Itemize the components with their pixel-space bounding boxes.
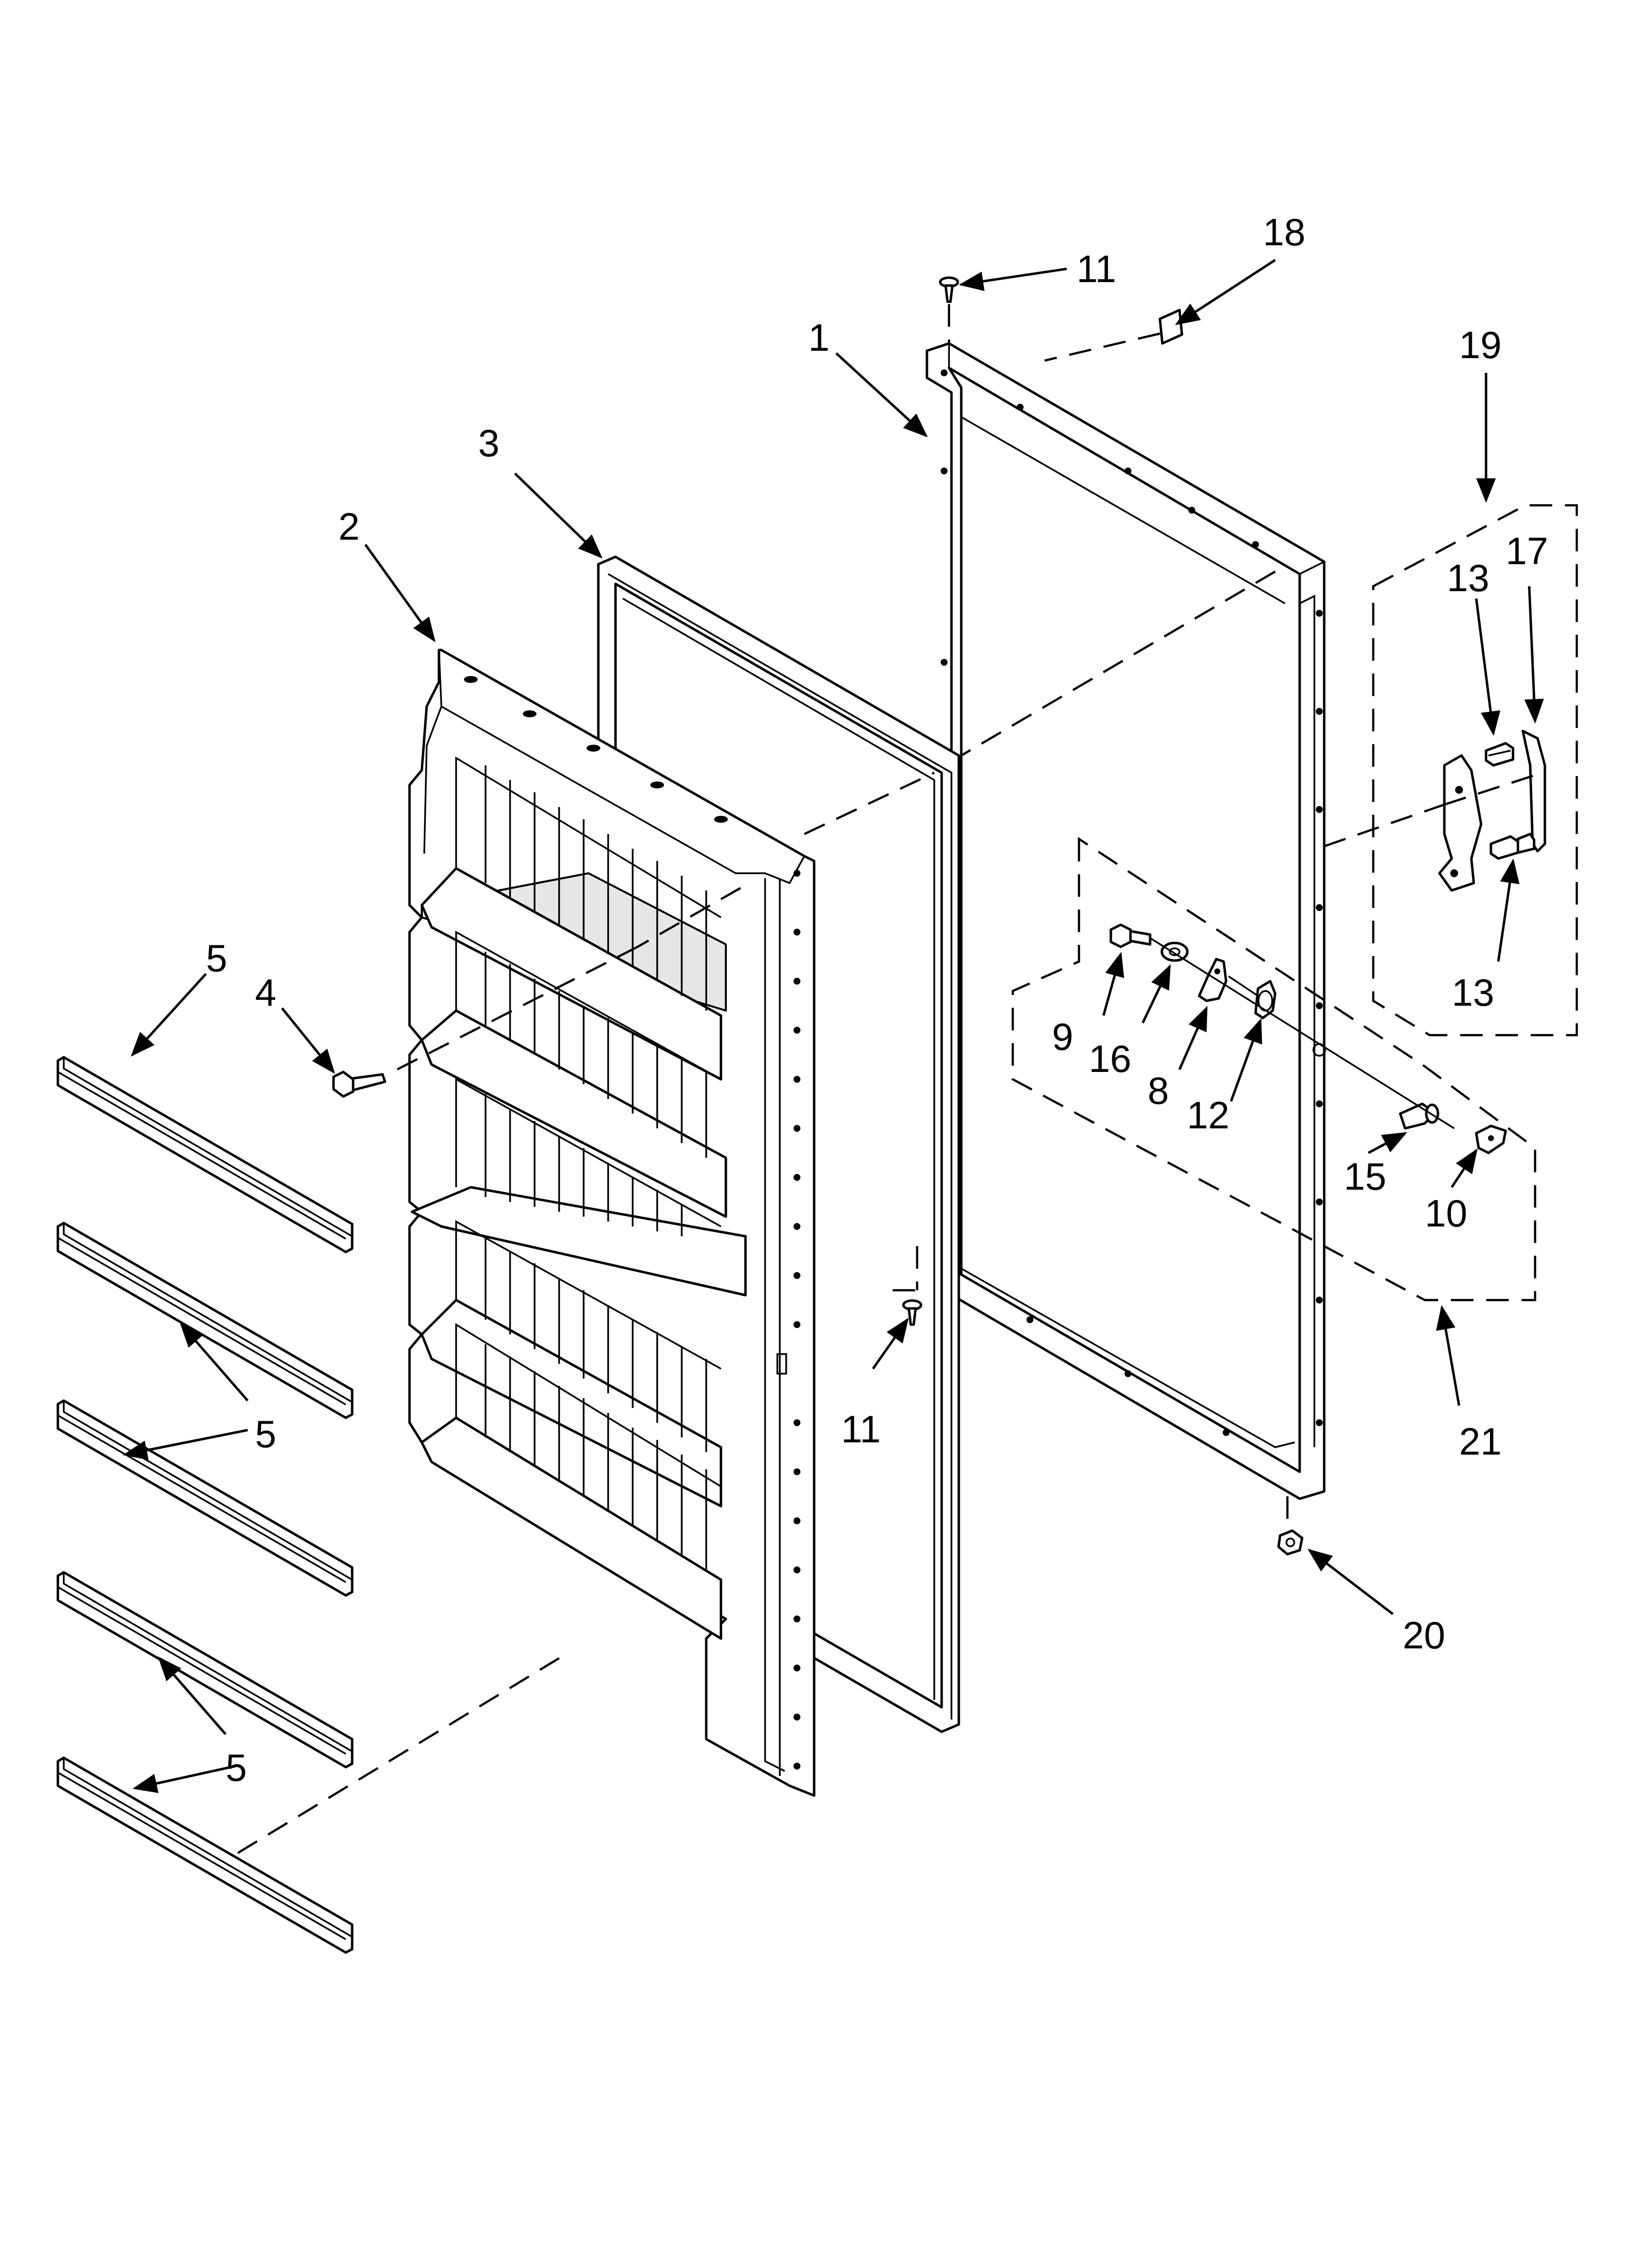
leader-arrows [123, 259, 1544, 1793]
screw-4 [332, 1070, 386, 1098]
shelf-trim-strip-4 [56, 1571, 354, 1769]
washer-16 [1160, 941, 1189, 962]
shelf-trim-strip-3 [56, 1399, 354, 1597]
shelf-trim-strip-5 [56, 1756, 354, 1954]
callout-1: 1 [808, 316, 829, 359]
door-panel-frame [925, 342, 1326, 1500]
callout-4: 4 [255, 971, 276, 1014]
lock-cylinder-15 [1399, 1102, 1439, 1130]
callout-11-top: 11 [1077, 247, 1116, 290]
callout-16: 16 [1089, 1037, 1131, 1080]
inner-door-liner [408, 649, 816, 1797]
callout-21: 21 [1459, 1420, 1502, 1463]
callout-8: 8 [1148, 1069, 1169, 1112]
callout-5c: 5 [226, 1746, 247, 1789]
screw-11-mid [902, 1299, 923, 1326]
lock-kit-outline-21 [1011, 836, 1537, 1302]
assembly-lines [234, 304, 1536, 1855]
hinge-kit-outline-19 [1372, 504, 1578, 1037]
callout-17: 17 [1506, 529, 1548, 573]
callout-9: 9 [1052, 1015, 1073, 1058]
callout-18: 18 [1263, 210, 1306, 254]
callout-12: 12 [1187, 1094, 1230, 1137]
lock-cam-8 [1198, 958, 1228, 1002]
hinge-screw-13-bottom [1489, 833, 1536, 860]
callout-13-bottom: 13 [1452, 971, 1494, 1014]
shelf-trim-strip-1 [56, 1056, 354, 1253]
callout-15: 15 [1344, 1155, 1386, 1198]
callout-19: 19 [1459, 323, 1502, 366]
callout-2: 2 [338, 505, 359, 548]
key-10 [1475, 1124, 1507, 1154]
callout-10: 10 [1425, 1192, 1467, 1235]
callout-3: 3 [478, 421, 499, 465]
hinge-bracket-17 [1438, 730, 1546, 892]
callout-13-top: 13 [1447, 556, 1489, 600]
screw-11-top [939, 276, 959, 303]
callout-5a: 5 [206, 937, 227, 980]
nut-20 [1277, 1529, 1304, 1556]
label-18 [1158, 309, 1183, 345]
shelf-trim-strip-2 [56, 1222, 354, 1419]
callout-5b: 5 [255, 1412, 276, 1456]
lock-bolt-9 [1109, 923, 1152, 948]
callout-20: 20 [1403, 1614, 1445, 1657]
hinge-screw-13-top [1485, 742, 1514, 767]
callout-11-mid: 11 [841, 1408, 881, 1451]
